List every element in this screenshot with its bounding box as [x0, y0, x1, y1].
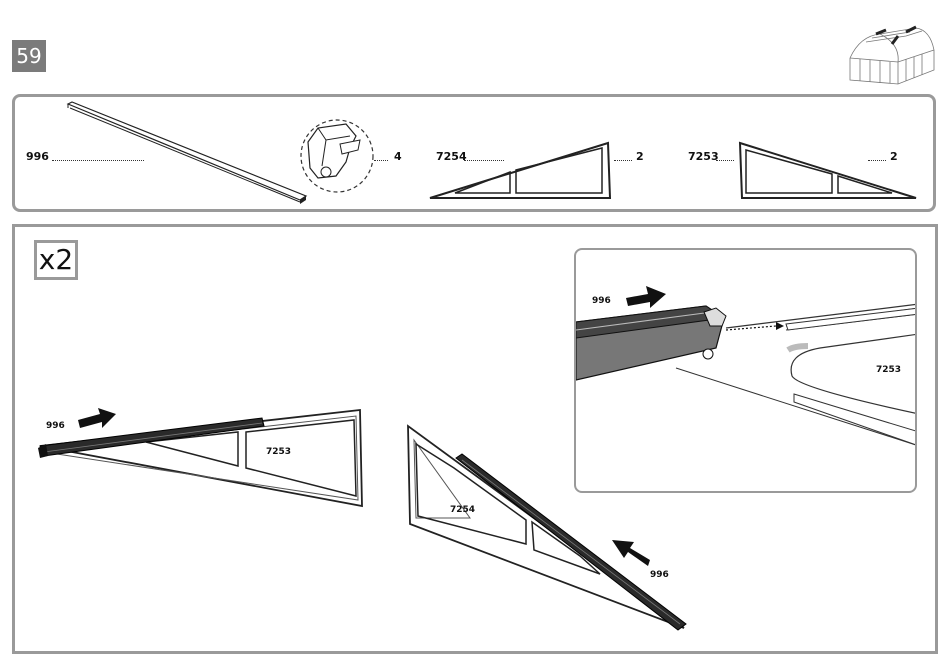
left-frame-label: 7253 — [266, 447, 291, 457]
detail-drawing — [576, 250, 917, 493]
detail-frame-label: 7253 — [876, 365, 901, 375]
detail-rail-label: 996 — [592, 296, 611, 306]
arrow-right-icon — [78, 408, 116, 428]
arrow-right-icon — [626, 286, 666, 308]
left-rail-label: 996 — [46, 421, 65, 431]
arrow-upleft-icon — [612, 540, 650, 566]
right-rail-label: 996 — [650, 570, 669, 580]
detail-inset — [574, 248, 917, 493]
right-frame-label: 7254 — [450, 505, 475, 515]
